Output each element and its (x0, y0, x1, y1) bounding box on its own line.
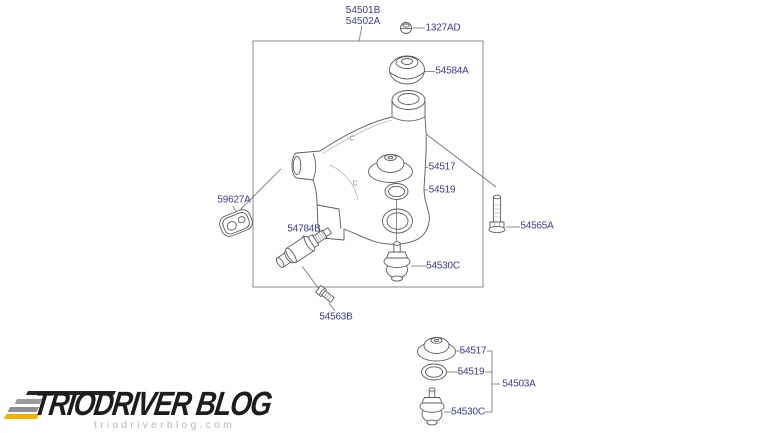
ball-joint-drawing (383, 241, 411, 282)
kit-label-kit-number: 54503A (502, 378, 536, 390)
nut-drawing (400, 22, 412, 34)
kit-label-ball-joint: 54530C (451, 406, 485, 418)
logo-title: TRIODRIVER BLOG (31, 385, 274, 423)
part-label-upper-bushing: 54584A (435, 65, 469, 77)
mount-bolt-drawing (488, 194, 506, 234)
washer-drawing (368, 154, 413, 183)
kit-ball-joint-drawing (419, 387, 445, 426)
part-label-plate: 59627A (217, 194, 251, 206)
control-arm-drawing (291, 90, 430, 245)
assembly-number-line1: 54501B (345, 5, 381, 16)
arm-stamp-mark: C (352, 180, 358, 188)
ring-drawing (384, 183, 409, 200)
part-label-nut: 1327AD (425, 22, 461, 34)
diagram-frame (252, 40, 484, 288)
part-label-mount-bolt: 54565A (520, 220, 554, 232)
part-label-ball-joint: 54530C (426, 260, 460, 272)
assembly-number-label: 54501B 54502A (346, 5, 380, 27)
kit-label-washer: 54517 (459, 345, 487, 357)
flange-bolt-drawing (315, 285, 335, 303)
bushing-bolt-drawing (276, 227, 332, 268)
part-label-washer: 54517 (428, 161, 456, 173)
part-label-flange-bolt: 54563B (319, 311, 353, 323)
kit-ring-drawing (421, 363, 447, 381)
kit-washer-drawing (417, 337, 456, 362)
kit-label-ring: 54519 (457, 366, 485, 378)
arm-stamp-mark: C (349, 135, 355, 143)
upper-bushing-drawing (389, 55, 425, 85)
part-label-ring: 54519 (428, 184, 456, 196)
part-label-bushing-bolt: 54784B (287, 223, 321, 235)
plate-drawing (219, 209, 253, 237)
assembly-number-line2: 54502A (345, 16, 381, 27)
logo-url: triodriverblog.com (94, 419, 236, 431)
